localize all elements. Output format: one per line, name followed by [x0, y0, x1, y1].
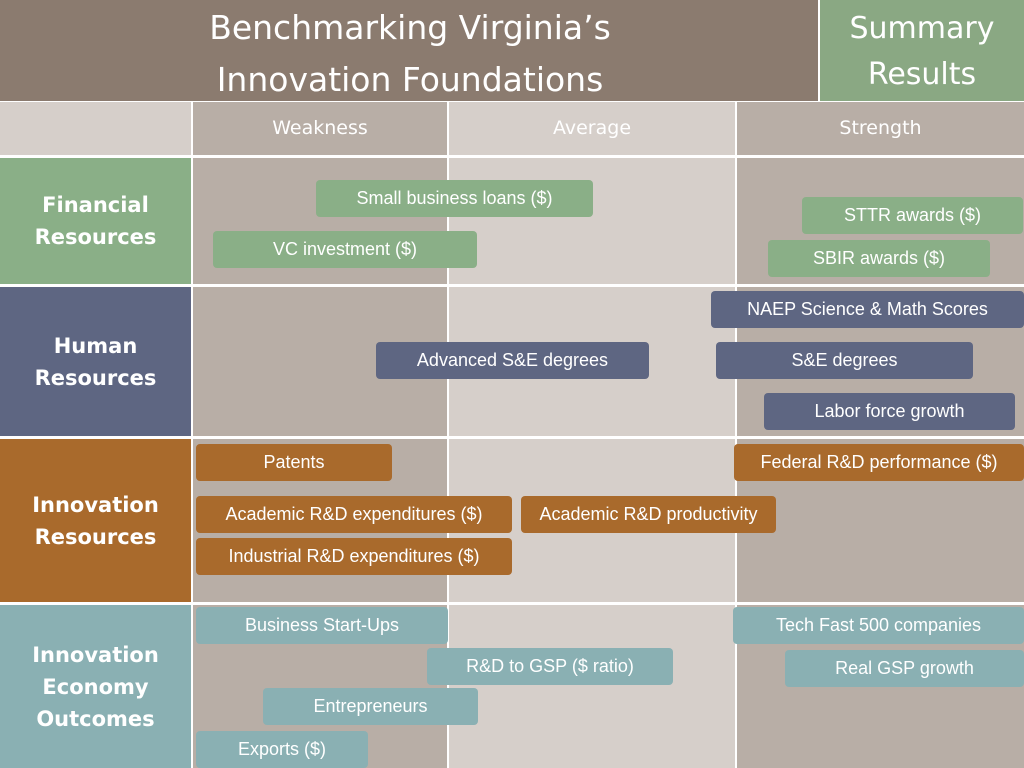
- column-header-average: Average: [449, 102, 735, 155]
- indicator-advanced-se-degrees: Advanced S&E degrees: [376, 342, 649, 379]
- indicator-academic-rd-productivity: Academic R&D productivity: [521, 496, 776, 533]
- indicator-academic-rd-expenditures: Academic R&D expenditures ($): [196, 496, 512, 533]
- indicator-entrepreneurs: Entrepreneurs: [263, 688, 478, 725]
- page-title: Benchmarking Virginia’s Innovation Found…: [209, 8, 611, 99]
- indicator-labor-force-growth: Labor force growth: [764, 393, 1015, 430]
- row-label-financial: Financial Resources: [0, 158, 191, 284]
- indicator-patents: Patents: [196, 444, 392, 481]
- indicator-rd-to-gsp-ratio: R&D to GSP ($ ratio): [427, 648, 673, 685]
- grid-cell: [449, 605, 735, 768]
- grid-cell: [449, 158, 735, 284]
- header-corner: [0, 102, 191, 155]
- indicator-business-start-ups: Business Start-Ups: [196, 607, 448, 644]
- indicator-sttr-awards: STTR awards ($): [802, 197, 1023, 234]
- indicator-exports: Exports ($): [196, 731, 368, 768]
- summary-band: [820, 0, 1024, 101]
- indicator-se-degrees: S&E degrees: [716, 342, 973, 379]
- indicator-sbir-awards: SBIR awards ($): [768, 240, 990, 277]
- indicator-naep-scores: NAEP Science & Math Scores: [711, 291, 1024, 328]
- row-label-innovation-resources: Innovation Resources: [0, 439, 191, 602]
- indicator-real-gsp-growth: Real GSP growth: [785, 650, 1024, 687]
- title-band: [0, 0, 818, 101]
- summary-label: Summary Results: [849, 11, 995, 92]
- indicator-industrial-rd-expenditures: Industrial R&D expenditures ($): [196, 538, 512, 575]
- indicator-small-business-loans: Small business loans ($): [316, 180, 593, 217]
- column-header-weakness: Weakness: [193, 102, 447, 155]
- column-header-strength: Strength: [737, 102, 1024, 155]
- row-label-innovation-economy-outcomes: Innovation Economy Outcomes: [0, 605, 191, 768]
- indicator-vc-investment: VC investment ($): [213, 231, 477, 268]
- indicator-federal-rd-performance: Federal R&D performance ($): [734, 444, 1024, 481]
- indicator-tech-fast-500: Tech Fast 500 companies: [733, 607, 1024, 644]
- row-label-human: Human Resources: [0, 287, 191, 436]
